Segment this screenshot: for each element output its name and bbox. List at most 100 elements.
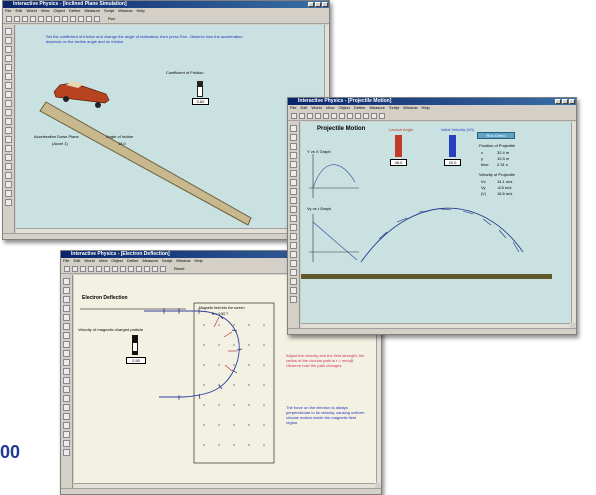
motor-tool-icon[interactable] [290, 260, 297, 267]
force-tool-icon[interactable] [290, 278, 297, 285]
menu-world[interactable]: World [84, 258, 95, 263]
polygon-tool-icon[interactable] [63, 332, 70, 339]
rod-tool-icon[interactable] [290, 233, 297, 240]
projectile-vscroll[interactable] [571, 122, 576, 323]
menu-object[interactable]: Object [338, 105, 350, 110]
open-icon[interactable] [14, 15, 20, 22]
meter-tool-icon[interactable] [5, 199, 12, 206]
copy-icon[interactable] [331, 112, 337, 119]
pointer-icon[interactable] [120, 265, 126, 272]
open-icon[interactable] [72, 265, 78, 272]
save-icon[interactable] [22, 15, 28, 22]
menu-measure[interactable]: Measure [142, 258, 159, 263]
text-tool-icon[interactable] [290, 143, 297, 150]
maximize-icon[interactable] [562, 99, 568, 104]
initial-velocity-meter[interactable] [449, 135, 456, 157]
copy-icon[interactable] [104, 265, 110, 272]
pin-tool-icon[interactable] [63, 395, 70, 402]
zoom-tool-icon[interactable] [5, 55, 12, 62]
zoom-icon[interactable] [70, 15, 76, 22]
projectile-canvas[interactable]: Projectile Motion Launch Angle Initial V… [301, 122, 572, 324]
open-icon[interactable] [299, 112, 305, 119]
cut-icon[interactable] [96, 265, 102, 272]
run-icon[interactable] [160, 265, 166, 272]
tape-icon[interactable] [379, 112, 385, 119]
square-tool-icon[interactable] [5, 91, 12, 98]
menu-define[interactable]: Define [353, 105, 366, 110]
menu-edit[interactable]: Edit [15, 8, 23, 13]
meter-tool-icon[interactable] [63, 449, 70, 456]
zoom-icon[interactable] [355, 112, 361, 119]
menu-edit[interactable]: Edit [73, 258, 81, 263]
incline-canvas[interactable]: Set the coefficient of friction and chan… [16, 25, 325, 230]
incline-titlebar[interactable]: Interactive Physics - [Inclined Plane Si… [3, 1, 329, 8]
menu-help[interactable]: Help [421, 105, 430, 110]
pointer-icon[interactable] [347, 112, 353, 119]
menu-object[interactable]: Object [53, 8, 65, 13]
spring-tool-icon[interactable] [290, 206, 297, 213]
field-region[interactable] [193, 302, 275, 464]
torque-tool-icon[interactable] [290, 287, 297, 294]
select-tool-icon[interactable] [5, 28, 12, 35]
minimize-icon[interactable] [555, 99, 561, 104]
zoom-tool-icon[interactable] [290, 152, 297, 159]
close-icon[interactable] [569, 99, 575, 104]
polygon-tool-icon[interactable] [5, 82, 12, 89]
menu-script[interactable]: Script [104, 8, 115, 13]
paste-icon[interactable] [54, 15, 60, 22]
damper-tool-icon[interactable] [290, 215, 297, 222]
actuator-tool-icon[interactable] [5, 172, 12, 179]
motor-tool-icon[interactable] [63, 413, 70, 420]
electron-hscroll[interactable] [74, 483, 375, 488]
pointer-icon[interactable] [62, 15, 68, 22]
menu-file[interactable]: File [63, 258, 70, 263]
menu-file[interactable]: File [5, 8, 12, 13]
tape-icon[interactable] [152, 265, 158, 272]
cut-icon[interactable] [38, 15, 44, 22]
grid-icon[interactable] [86, 15, 92, 22]
paste-icon[interactable] [112, 265, 118, 272]
reset-button[interactable]: Reset [174, 266, 185, 271]
torque-tool-icon[interactable] [5, 190, 12, 197]
select-tool-icon[interactable] [63, 278, 70, 285]
rotate-icon[interactable] [136, 265, 142, 272]
grid-icon[interactable] [144, 265, 150, 272]
polygon-tool-icon[interactable] [290, 179, 297, 186]
rod-tool-icon[interactable] [5, 136, 12, 143]
zoom-icon[interactable] [128, 265, 134, 272]
actuator-tool-icon[interactable] [290, 269, 297, 276]
new-icon[interactable] [291, 112, 297, 119]
car-icon[interactable] [53, 81, 110, 108]
menu-script[interactable]: Script [162, 258, 173, 263]
rope-tool-icon[interactable] [63, 377, 70, 384]
square-tool-icon[interactable] [63, 341, 70, 348]
menu-window[interactable]: Window [176, 258, 191, 263]
close-icon[interactable] [322, 2, 328, 7]
copy-icon[interactable] [46, 15, 52, 22]
menu-help[interactable]: Help [136, 8, 145, 13]
point-tool-icon[interactable] [63, 350, 70, 357]
torque-tool-icon[interactable] [63, 440, 70, 447]
slot-tool-icon[interactable] [63, 404, 70, 411]
projectile-hscroll[interactable] [301, 323, 570, 328]
select-tool-icon[interactable] [290, 125, 297, 132]
zoom-tool-icon[interactable] [63, 305, 70, 312]
menu-window[interactable]: Window [118, 8, 133, 13]
menu-define[interactable]: Define [126, 258, 139, 263]
menu-edit[interactable]: Edit [300, 105, 308, 110]
rope-tool-icon[interactable] [5, 127, 12, 134]
menu-file[interactable]: File [290, 105, 297, 110]
tape-icon[interactable] [94, 15, 100, 22]
text-tool-icon[interactable] [63, 296, 70, 303]
menu-world[interactable]: World [26, 8, 37, 13]
cut-icon[interactable] [323, 112, 329, 119]
grid-icon[interactable] [371, 112, 377, 119]
electron-vscroll[interactable] [376, 275, 381, 483]
save-icon[interactable] [307, 112, 313, 119]
new-icon[interactable] [6, 15, 12, 22]
slot-tool-icon[interactable] [5, 154, 12, 161]
spring-tool-icon[interactable] [5, 109, 12, 116]
electron-canvas[interactable]: Electron Deflection Velocity of magnetic… [74, 275, 377, 483]
circle-tool-icon[interactable] [290, 161, 297, 168]
projectile-titlebar[interactable]: Interactive Physics - [Projectile Motion… [288, 98, 576, 105]
